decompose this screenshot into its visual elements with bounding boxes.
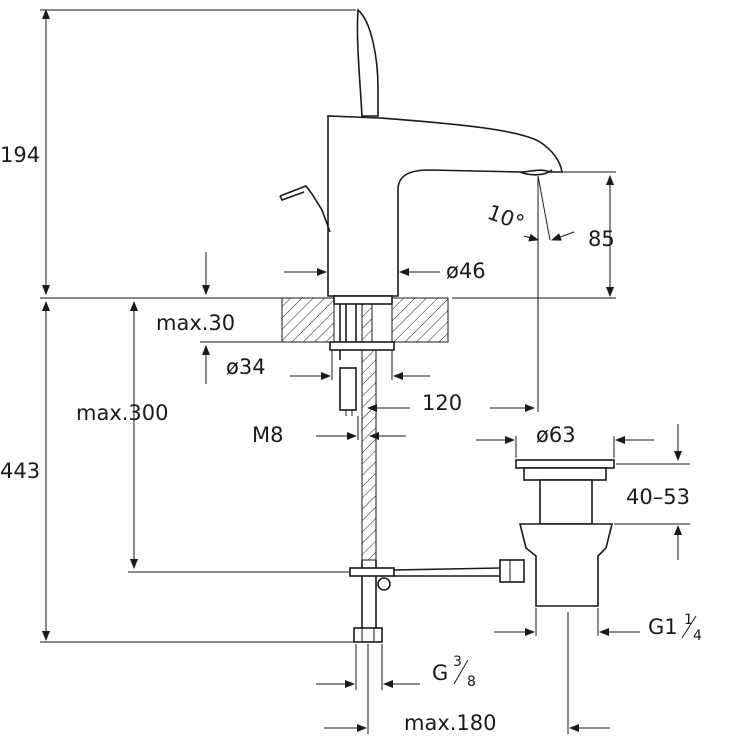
- label-g1-frac-num: 1: [684, 612, 693, 628]
- label-10-deg: 10°: [484, 200, 527, 235]
- dimension-labels: 194 443 max.30 max.300 ø34 ø46 ø63 85 10…: [0, 143, 702, 735]
- label-g38-frac-num: 3: [453, 654, 462, 670]
- faucet-body: [279, 8, 563, 305]
- label-g1-frac-den: 4: [693, 628, 702, 644]
- label-40-53: 40–53: [626, 485, 690, 509]
- label-max-180: max.180: [404, 711, 497, 735]
- label-m8: M8: [252, 423, 283, 447]
- label-g1: G1: [648, 615, 678, 639]
- label-max-300: max.300: [76, 401, 169, 425]
- label-dia-63: ø63: [536, 423, 576, 447]
- label-g: G: [432, 661, 448, 685]
- label-max-30: max.30: [156, 311, 235, 335]
- label-dia-46: ø46: [446, 259, 486, 283]
- drain-assembly: [499, 459, 615, 607]
- countertop: [40, 297, 449, 343]
- label-120: 120: [422, 391, 462, 415]
- label-194: 194: [0, 143, 40, 167]
- label-443: 443: [0, 459, 40, 483]
- label-85: 85: [588, 227, 615, 251]
- dimension-lines: [40, 9, 690, 734]
- label-dia-34: ø34: [226, 355, 266, 379]
- label-g38-frac-den: 8: [467, 674, 476, 690]
- underside-parts: [329, 303, 501, 643]
